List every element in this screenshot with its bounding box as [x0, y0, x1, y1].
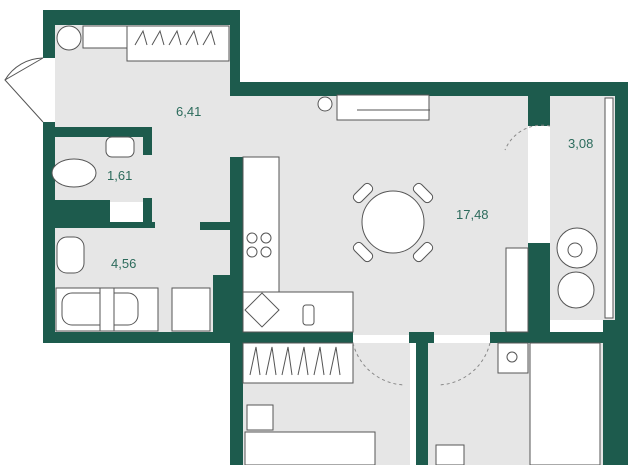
bedroom-furniture: [242, 342, 601, 465]
area-label-hallway: 6,41: [176, 104, 201, 119]
bathroom-fixtures: [55, 236, 211, 332]
area-label-toilet: 1,61: [107, 168, 132, 183]
entrance-door-swing: [4, 57, 44, 81]
area-label-balcony: 3,08: [568, 136, 593, 151]
kitchen: [242, 156, 354, 333]
walls: [43, 10, 628, 465]
area-label-bathroom: 4,56: [111, 256, 136, 271]
living-furniture: [317, 94, 551, 333]
balcony-furniture: [556, 97, 614, 319]
area-label-living-kitchen: 17,48: [456, 207, 489, 222]
wardrobe: [56, 25, 230, 62]
entrance-door: [4, 57, 44, 123]
toilet-fixtures: [51, 136, 135, 188]
